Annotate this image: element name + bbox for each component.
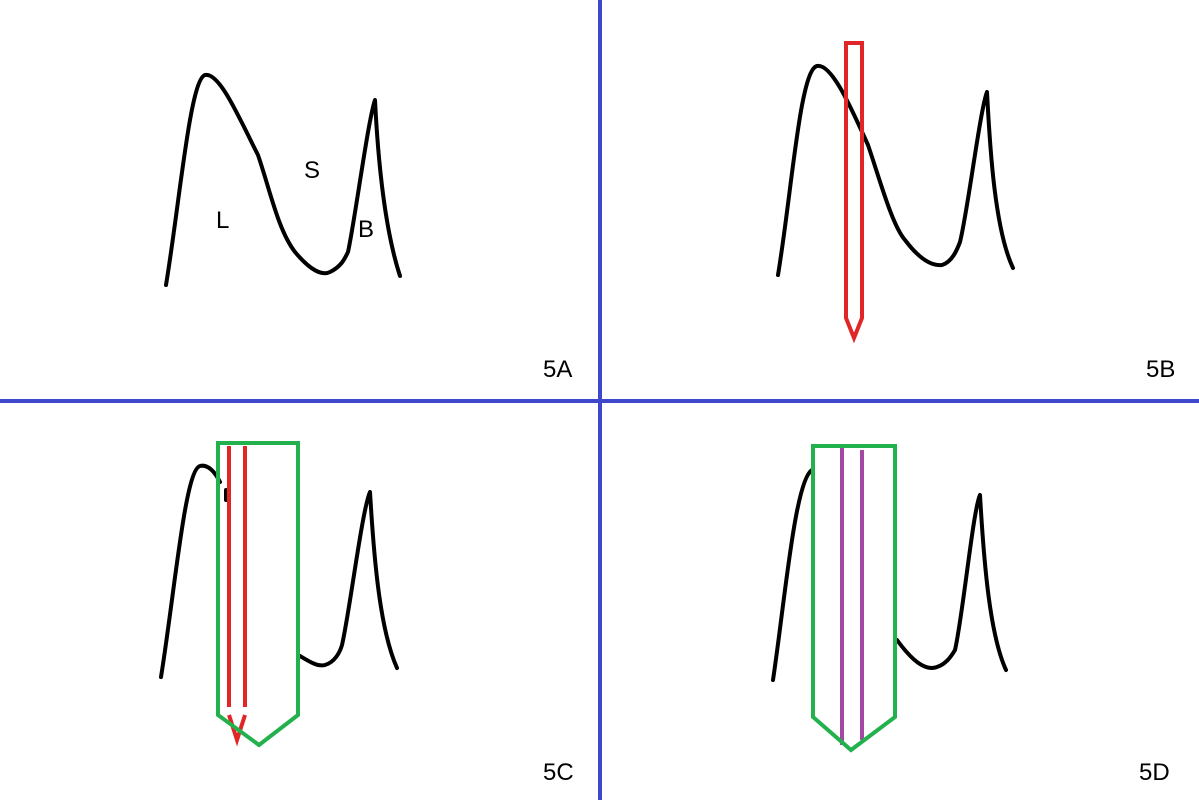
green-probe — [811, 444, 897, 753]
region-label-s: S — [304, 157, 320, 184]
waveform-curve-right — [895, 493, 1008, 672]
waveform-curve-left — [771, 468, 814, 682]
waveform-curve — [164, 73, 402, 287]
panel-5c: 5C — [159, 441, 574, 786]
panel-5b: 5B — [776, 41, 1175, 383]
region-label-l: L — [216, 207, 229, 234]
waveform-curve-right — [298, 490, 399, 670]
panel-label: 5C — [543, 759, 574, 786]
panel-label: 5A — [543, 356, 572, 383]
panel-5a: L S B 5A — [164, 73, 572, 383]
waveform-curve — [776, 63, 1015, 277]
red-probe — [844, 41, 864, 344]
purple-lines — [840, 446, 864, 745]
green-probe — [216, 441, 300, 748]
region-label-b: B — [358, 216, 374, 243]
red-probe-lines — [227, 446, 247, 747]
waveform-curve-left — [159, 463, 222, 679]
panel-5d: 5D — [771, 444, 1170, 786]
panel-label: 5B — [1146, 356, 1175, 383]
panel-label: 5D — [1139, 759, 1170, 786]
